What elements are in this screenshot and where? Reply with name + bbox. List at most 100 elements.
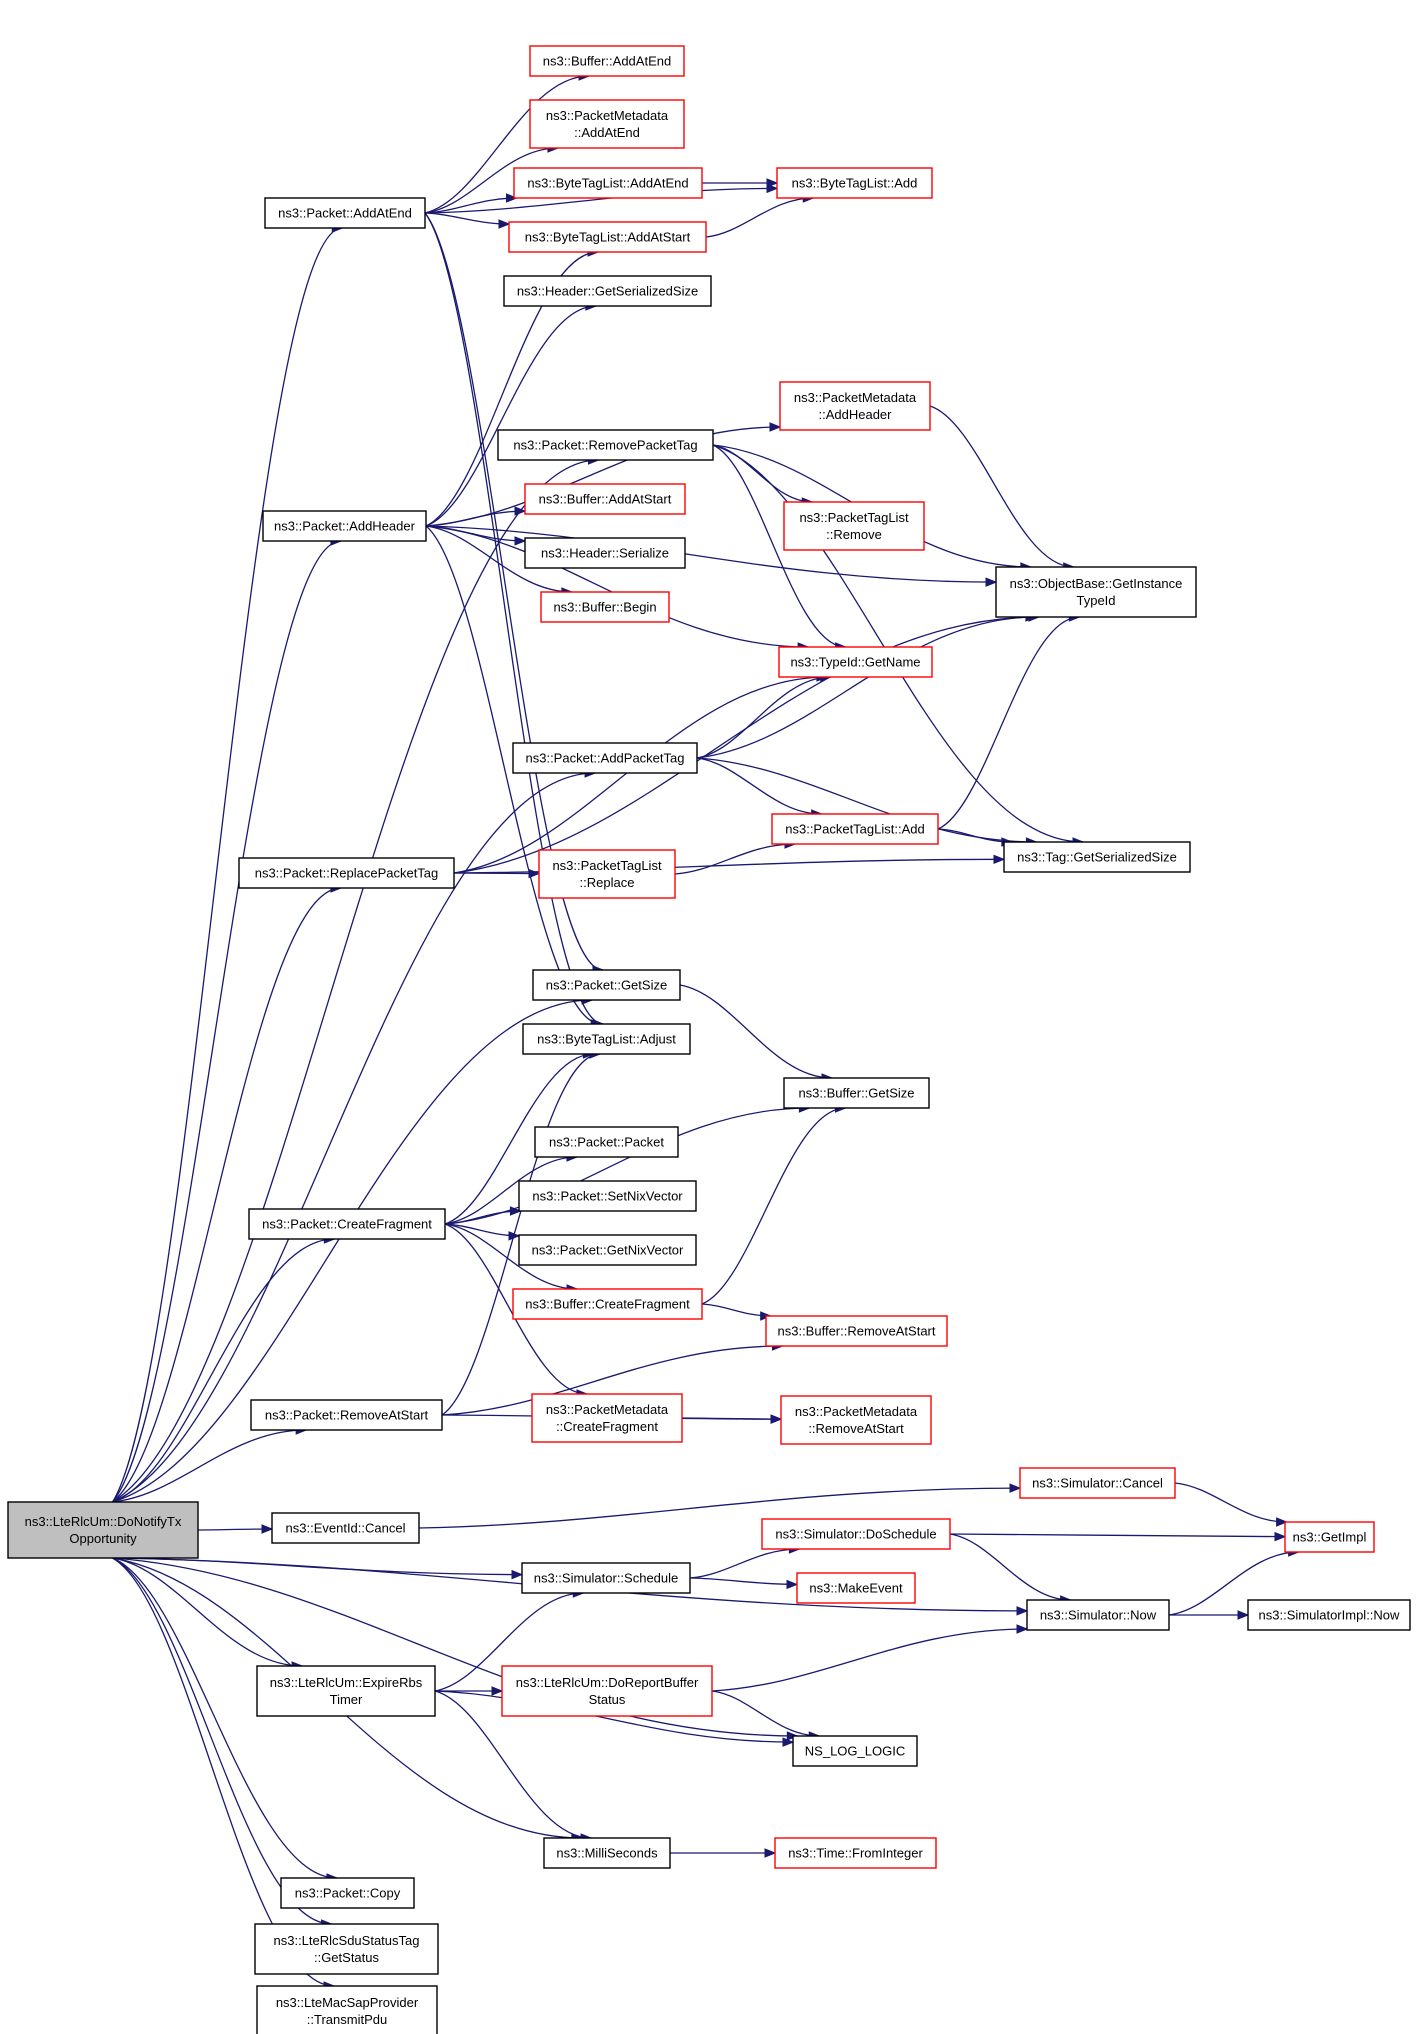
node-ptlAdd[interactable]: ns3::PacketTagList::Add <box>771 813 939 845</box>
node-box[interactable] <box>995 566 1197 618</box>
node-box[interactable] <box>780 1395 932 1445</box>
node-bufAddAtStart[interactable]: ns3::Buffer::AddAtStart <box>524 483 686 515</box>
node-box[interactable] <box>501 1665 713 1717</box>
node-btlAdd[interactable]: ns3::ByteTagList::Add <box>776 167 933 199</box>
node-box[interactable] <box>256 1665 436 1717</box>
node-box[interactable] <box>779 381 931 431</box>
node-bufRemoveAtStart[interactable]: ns3::Buffer::RemoveAtStart <box>765 1315 948 1347</box>
node-bufCreateFragment[interactable]: ns3::Buffer::CreateFragment <box>512 1288 703 1320</box>
node-nsLogLogic[interactable]: NS_LOG_LOGIC <box>792 1735 918 1767</box>
node-box[interactable] <box>1247 1599 1411 1631</box>
node-milliSeconds[interactable]: ns3::MilliSeconds <box>543 1837 671 1869</box>
node-box[interactable] <box>250 1399 443 1431</box>
node-pmRemoveAtStart[interactable]: ns3::PacketMetadata::RemoveAtStart <box>780 1395 932 1445</box>
node-hdrSerialize[interactable]: ns3::Header::Serialize <box>524 537 686 569</box>
node-box[interactable] <box>534 1126 679 1158</box>
node-box[interactable] <box>264 197 426 229</box>
node-box[interactable] <box>529 45 685 77</box>
node-box[interactable] <box>271 1512 420 1544</box>
node-box[interactable] <box>796 1572 916 1604</box>
node-box[interactable] <box>524 537 686 569</box>
node-box[interactable] <box>1026 1599 1170 1631</box>
node-box[interactable] <box>1019 1467 1176 1499</box>
node-btlAddAtEnd[interactable]: ns3::ByteTagList::AddAtEnd <box>513 167 703 199</box>
node-box[interactable] <box>765 1315 948 1347</box>
node-timeFromInteger[interactable]: ns3::Time::FromInteger <box>774 1837 937 1869</box>
node-setNixVector[interactable]: ns3::Packet::SetNixVector <box>518 1180 697 1212</box>
node-simImplNow[interactable]: ns3::SimulatorImpl::Now <box>1247 1599 1411 1631</box>
node-box[interactable] <box>254 1923 439 1975</box>
node-box[interactable] <box>783 1077 930 1109</box>
node-box[interactable] <box>761 1518 951 1550</box>
node-box[interactable] <box>280 1877 415 1909</box>
node-pmAddHeader[interactable]: ns3::PacketMetadata::AddHeader <box>779 381 931 431</box>
node-box[interactable] <box>248 1208 446 1240</box>
node-getImpl[interactable]: ns3::GetImpl <box>1284 1521 1375 1553</box>
node-packetCopy[interactable]: ns3::Packet::Copy <box>280 1877 415 1909</box>
node-box[interactable] <box>497 429 714 461</box>
node-box[interactable] <box>513 167 703 199</box>
node-bufGetSize[interactable]: ns3::Buffer::GetSize <box>783 1077 930 1109</box>
node-packetPacket[interactable]: ns3::Packet::Packet <box>534 1126 679 1158</box>
node-box[interactable] <box>540 591 670 623</box>
node-box[interactable] <box>1003 841 1191 873</box>
node-box[interactable] <box>538 849 676 899</box>
node-ptlRemove[interactable]: ns3::PacketTagList::Remove <box>783 501 925 551</box>
node-createFragment[interactable]: ns3::Packet::CreateFragment <box>248 1208 446 1240</box>
node-addHeader[interactable]: ns3::Packet::AddHeader <box>262 510 427 542</box>
node-simDoSchedule[interactable]: ns3::Simulator::DoSchedule <box>761 1518 951 1550</box>
node-box[interactable] <box>238 857 455 889</box>
node-box[interactable] <box>532 969 681 1001</box>
node-btlAddAtStart[interactable]: ns3::ByteTagList::AddAtStart <box>508 221 707 253</box>
node-box[interactable] <box>262 510 427 542</box>
node-sduGetStatus[interactable]: ns3::LteRlcSduStatusTag::GetStatus <box>254 1923 439 1975</box>
node-transmitPdu[interactable]: ns3::LteMacSapProvider::TransmitPdu <box>256 1985 438 2034</box>
node-box[interactable] <box>524 483 686 515</box>
node-hdrGetSerSize[interactable]: ns3::Header::GetSerializedSize <box>503 275 712 307</box>
node-btlAdjust[interactable]: ns3::ByteTagList::Adjust <box>522 1023 691 1055</box>
node-box[interactable] <box>256 1985 438 2034</box>
node-simNow[interactable]: ns3::Simulator::Now <box>1026 1599 1170 1631</box>
node-removeAtStart[interactable]: ns3::Packet::RemoveAtStart <box>250 1399 443 1431</box>
node-box[interactable] <box>529 99 685 149</box>
node-packetGetSize[interactable]: ns3::Packet::GetSize <box>532 969 681 1001</box>
node-addPacketTag[interactable]: ns3::Packet::AddPacketTag <box>512 742 698 774</box>
node-box[interactable] <box>518 1180 697 1212</box>
node-pmCreateFragment[interactable]: ns3::PacketMetadata::CreateFragment <box>531 1393 683 1443</box>
node-box[interactable] <box>774 1837 937 1869</box>
node-removePacketTag[interactable]: ns3::Packet::RemovePacketTag <box>497 429 714 461</box>
node-box[interactable] <box>783 501 925 551</box>
node-simCancel[interactable]: ns3::Simulator::Cancel <box>1019 1467 1176 1499</box>
node-box[interactable] <box>508 221 707 253</box>
node-box[interactable] <box>522 1023 691 1055</box>
node-box[interactable] <box>512 1288 703 1320</box>
node-addAtEnd[interactable]: ns3::Packet::AddAtEnd <box>264 197 426 229</box>
node-box[interactable] <box>792 1735 918 1767</box>
node-eventIdCancel[interactable]: ns3::EventId::Cancel <box>271 1512 420 1544</box>
node-tagGetSerSize[interactable]: ns3::Tag::GetSerializedSize <box>1003 841 1191 873</box>
node-typeIdGetName[interactable]: ns3::TypeId::GetName <box>778 646 933 678</box>
node-box[interactable] <box>1284 1521 1375 1553</box>
node-makeEvent[interactable]: ns3::MakeEvent <box>796 1572 916 1604</box>
node-box[interactable] <box>521 1562 691 1594</box>
node-box[interactable] <box>771 813 939 845</box>
node-box[interactable] <box>531 1393 683 1443</box>
node-replacePacketTag[interactable]: ns3::Packet::ReplacePacketTag <box>238 857 455 889</box>
node-box[interactable] <box>7 1501 199 1559</box>
node-bufBegin[interactable]: ns3::Buffer::Begin <box>540 591 670 623</box>
node-pmAddAtEnd[interactable]: ns3::PacketMetadata::AddAtEnd <box>529 99 685 149</box>
node-box[interactable] <box>776 167 933 199</box>
node-simSchedule[interactable]: ns3::Simulator::Schedule <box>521 1562 691 1594</box>
node-box[interactable] <box>518 1234 697 1266</box>
node-bufAddAtEnd[interactable]: ns3::Buffer::AddAtEnd <box>529 45 685 77</box>
node-box[interactable] <box>503 275 712 307</box>
node-ptlReplace[interactable]: ns3::PacketTagList::Replace <box>538 849 676 899</box>
node-box[interactable] <box>512 742 698 774</box>
node-getNixVector[interactable]: ns3::Packet::GetNixVector <box>518 1234 697 1266</box>
node-box[interactable] <box>543 1837 671 1869</box>
node-box[interactable] <box>778 646 933 678</box>
